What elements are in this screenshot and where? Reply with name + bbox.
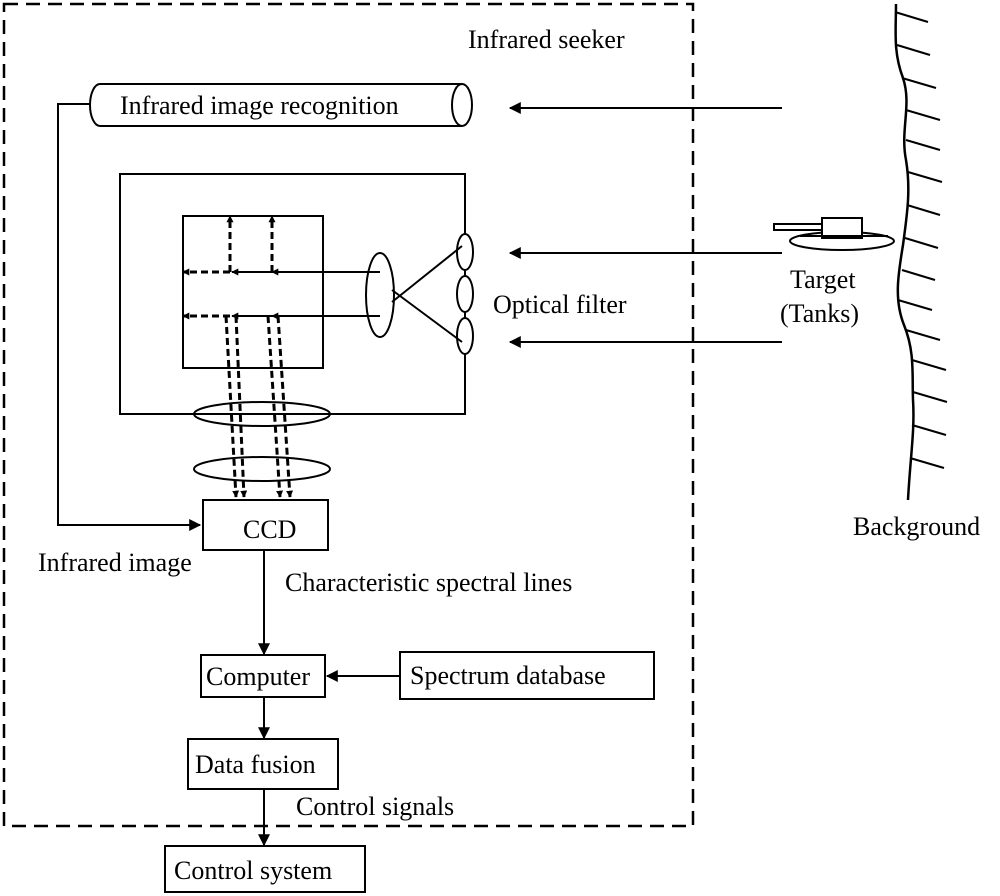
converging-ray-lower	[391, 289, 463, 343]
target-label-line2: (Tanks)	[780, 299, 859, 328]
converging-ray-upper	[391, 245, 463, 303]
control-system-label: Control system	[174, 856, 332, 885]
tank-icon	[773, 217, 895, 251]
focusing-lens-lower	[193, 456, 331, 482]
control-system-box	[164, 845, 366, 893]
infrared-seeker-label: Infrared seeker	[468, 25, 625, 54]
infrared-image-feedback-line	[57, 103, 202, 531]
dashed-ray-down-3	[266, 315, 284, 498]
grating-box	[182, 215, 324, 369]
data-fusion-box	[187, 738, 339, 790]
collimating-lens	[365, 252, 395, 338]
control-signals-label: Control signals	[296, 792, 454, 821]
ccd-box	[202, 499, 329, 551]
background-terrain	[894, 3, 948, 501]
optical-filter-element-1	[456, 233, 474, 271]
dashed-ray-down-4	[276, 315, 294, 498]
dashed-ray-down-1	[224, 315, 240, 498]
spectrum-database-label: Spectrum database	[410, 661, 606, 690]
optical-filter-element-2	[456, 275, 474, 313]
data-fusion-label: Data fusion	[195, 750, 316, 779]
infrared-seeker-boundary	[2, 2, 695, 828]
characteristic-spectral-lines-label: Characteristic spectral lines	[285, 568, 572, 597]
infrared-image-label: Infrared image	[38, 548, 192, 577]
computer-box	[200, 654, 326, 698]
optical-filter-element-3	[456, 317, 474, 355]
computer-label: Computer	[206, 662, 310, 691]
spectrum-database-box	[399, 651, 655, 700]
target-label-line1: Target	[790, 265, 856, 294]
focusing-lens-upper	[193, 401, 331, 427]
background-label: Background	[853, 512, 980, 541]
infrared-image-recognition-label: Infrared image recognition	[120, 91, 399, 120]
optical-unit-box	[119, 173, 466, 415]
dashed-ray-down-2	[234, 315, 248, 498]
ccd-label: CCD	[243, 515, 296, 544]
optical-filter-label: Optical filter	[493, 290, 627, 319]
